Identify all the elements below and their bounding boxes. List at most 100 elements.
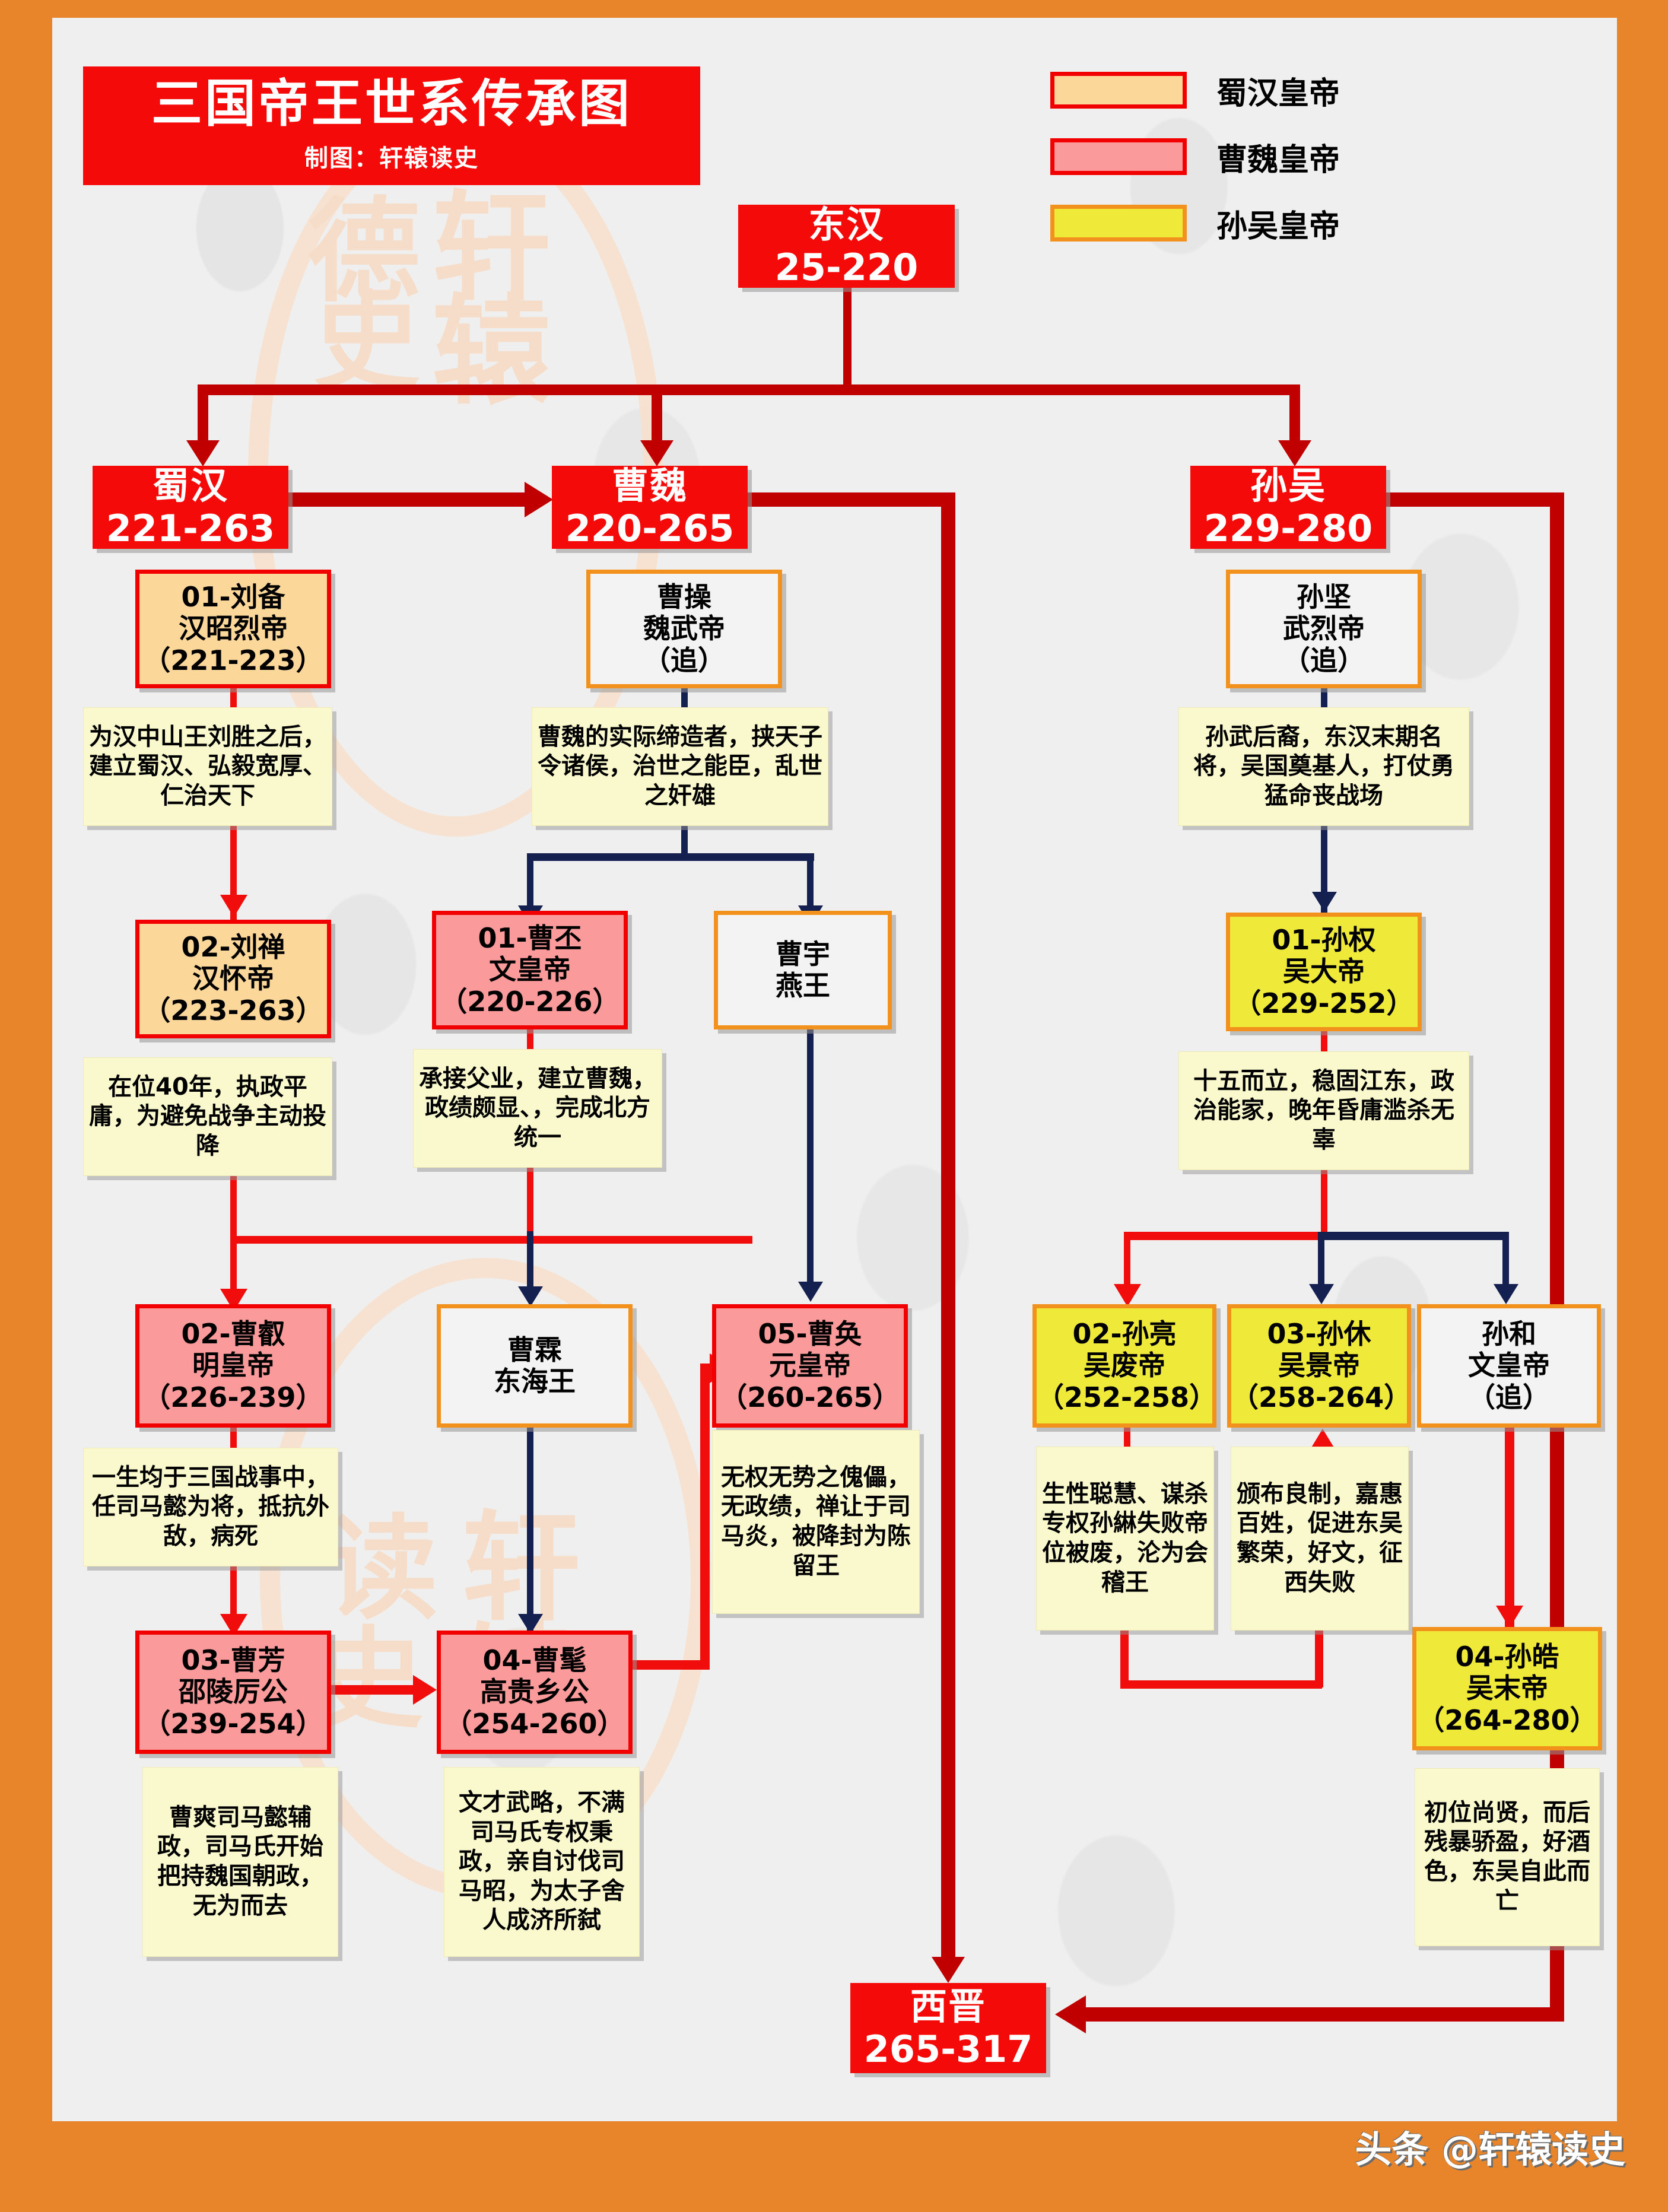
node-sun-he[interactable]: 孙和 文皇帝 （追） xyxy=(1417,1304,1601,1428)
note-cao-fang: 曹爽司马懿辅政，司马氏开始把持魏国朝政，无为而去 xyxy=(142,1767,338,1957)
node-order-name: 03-曹芳 xyxy=(181,1644,285,1676)
node-temple-name: 吴大帝 xyxy=(1283,955,1365,988)
node-reign-years: （258-264） xyxy=(1231,1381,1412,1413)
note-cao-rui: 一生均于三国战事中，任司马懿为将，抵抗外敌，病死 xyxy=(83,1448,338,1566)
arrow-to-shu xyxy=(186,440,220,466)
node-sun-hao[interactable]: 04-孙皓 吴末帝 （264-280） xyxy=(1412,1627,1602,1750)
connector-sunhe-to-sunhao xyxy=(1505,1428,1514,1629)
legend-item-shu: 蜀汉皇帝 xyxy=(1050,70,1340,112)
node-sun-liang[interactable]: 02-孙亮 吴废帝 （252-258） xyxy=(1032,1304,1216,1428)
node-reign-years: （226-239） xyxy=(143,1381,323,1413)
connector-caoyu-to-caohuan xyxy=(807,1029,814,1287)
connector-root-bus xyxy=(202,384,1300,395)
connector-to-sunliang xyxy=(1124,1232,1130,1289)
node-cao-huan[interactable]: 05-曹奂 元皇帝 （260-265） xyxy=(712,1304,908,1428)
note-cao-pi: 承接父业，建立曹魏，政绩颇显、，完成北方统一 xyxy=(413,1049,662,1168)
connector-caofang-to-caomao xyxy=(331,1685,414,1695)
node-reign-years: （260-265） xyxy=(720,1381,900,1413)
node-temple-name: 吴末帝 xyxy=(1466,1672,1548,1705)
note-cao-cao: 曹魏的实际缔造者，挟天子令诸侯，治世之能臣，乱世之奸雄 xyxy=(532,707,828,826)
node-order-name: 曹宇 xyxy=(776,937,830,970)
connector-shu-to-caorui-bus xyxy=(230,1236,752,1244)
node-order-name: 孙坚 xyxy=(1297,580,1351,613)
node-temple-name: 邵陵厉公 xyxy=(179,1676,288,1708)
node-cao-cao[interactable]: 曹操 魏武帝 （追） xyxy=(586,570,782,688)
arrow-wei-to-jin xyxy=(932,1957,965,1983)
node-cao-lin[interactable]: 曹霖 东海王 xyxy=(437,1304,633,1428)
connector-wei-spine xyxy=(941,492,955,1961)
node-order-name: 01-刘备 xyxy=(181,580,285,613)
arrow-shu-to-wei xyxy=(525,482,553,517)
legend-item-wei: 曹魏皇帝 xyxy=(1050,136,1340,178)
connector-root-stem xyxy=(843,288,852,392)
connector-to-sunhe xyxy=(1502,1232,1509,1289)
node-sun-jian[interactable]: 孙坚 武烈帝 （追） xyxy=(1226,570,1422,688)
connector-caorui-to-caofang xyxy=(230,1566,237,1638)
connector-liushan-down xyxy=(230,1176,237,1242)
connector-shu-to-wei xyxy=(288,492,526,507)
connector-caomao-to-caohuan-h1 xyxy=(633,1660,710,1670)
connector-sunquan-bus-right xyxy=(1321,1232,1508,1240)
note-sun-liang: 生性聪慧、谋杀专权孙綝失败帝位被废，沦为会稽王 xyxy=(1036,1447,1214,1631)
arrow-to-sunliang xyxy=(1114,1284,1141,1307)
connector-to-wei xyxy=(652,384,662,443)
node-name: 曹魏 xyxy=(611,464,688,508)
node-temple-name: 元皇帝 xyxy=(769,1349,851,1382)
node-temple-name: 汉昭烈帝 xyxy=(179,612,288,645)
node-liu-bei[interactable]: 01-刘备 汉昭烈帝 （221-223） xyxy=(135,570,331,688)
legend: 蜀汉皇帝 曹魏皇帝 孙吴皇帝 xyxy=(1050,70,1340,269)
node-reign-years: （254-260） xyxy=(444,1707,625,1740)
node-sun-quan[interactable]: 01-孙权 吴大帝 （229-252） xyxy=(1226,913,1422,1031)
legend-swatch-wei xyxy=(1050,138,1187,175)
node-temple-name: 东海王 xyxy=(494,1365,576,1397)
node-years: 221-263 xyxy=(106,507,275,550)
node-cao-mao[interactable]: 04-曹髦 高贵乡公 （254-260） xyxy=(437,1631,633,1754)
legend-label-shu: 蜀汉皇帝 xyxy=(1216,75,1340,112)
node-cao-rui[interactable]: 02-曹叡 明皇帝 （226-239） xyxy=(135,1304,331,1428)
node-name: 西晋 xyxy=(910,1985,986,2029)
node-cao-wei-dynasty[interactable]: 曹魏 220-265 xyxy=(552,464,748,549)
node-years: 229-280 xyxy=(1203,507,1373,550)
node-western-jin[interactable]: 西晋 265-317 xyxy=(850,1983,1046,2073)
connector-sunliang-note xyxy=(1124,1428,1130,1449)
node-sun-wu-dynasty[interactable]: 孙吴 229-280 xyxy=(1190,465,1386,550)
node-reign-years: （229-252） xyxy=(1234,987,1414,1019)
node-cao-fang[interactable]: 03-曹芳 邵陵厉公 （239-254） xyxy=(135,1631,331,1754)
arrow-sunhe-to-sunhao xyxy=(1496,1606,1523,1628)
legend-label-wei: 曹魏皇帝 xyxy=(1216,142,1340,178)
arrow-caoyu-to-caohuan xyxy=(798,1282,823,1302)
connector-liubei-note xyxy=(230,688,237,708)
node-cao-yu[interactable]: 曹宇 燕王 xyxy=(714,911,892,1029)
node-liu-shan[interactable]: 02-刘禅 汉怀帝 （223-263） xyxy=(135,920,331,1038)
arrow-liubei-to-liushan xyxy=(220,895,247,917)
connector-to-wu xyxy=(1289,384,1300,443)
node-order-name: 01-孙权 xyxy=(1272,923,1376,956)
node-shu-han-dynasty[interactable]: 蜀汉 221-263 xyxy=(93,465,288,550)
arrow-sunjian-to-sunquan xyxy=(1312,892,1337,912)
node-cao-pi[interactable]: 01-曹丕 文皇帝 （220-226） xyxy=(432,911,628,1029)
arrow-to-sunxiu xyxy=(1309,1284,1334,1304)
node-reign-years: （追） xyxy=(643,644,725,676)
legend-item-wu: 孙吴皇帝 xyxy=(1050,203,1340,244)
connector-caocao-fork-stem xyxy=(681,826,688,857)
node-temple-name: 文皇帝 xyxy=(489,954,571,986)
connector-sunjian-note xyxy=(1321,688,1327,708)
node-reign-years: （252-258） xyxy=(1037,1381,1217,1413)
arrow-to-sunhe xyxy=(1494,1284,1518,1304)
connector-caomao-to-caohuan-v xyxy=(700,1364,710,1670)
node-temple-name: 吴废帝 xyxy=(1084,1349,1165,1382)
connector-caorui-note xyxy=(230,1428,237,1450)
node-order-name: 孙和 xyxy=(1482,1317,1536,1350)
node-years: 265-317 xyxy=(863,2027,1033,2071)
node-eastern-han[interactable]: 东汉 25-220 xyxy=(738,204,955,288)
node-order-name: 01-曹丕 xyxy=(478,921,582,954)
node-order-name: 04-孙皓 xyxy=(1455,1640,1559,1673)
legend-swatch-shu xyxy=(1050,72,1187,109)
node-sun-xiu[interactable]: 03-孙休 吴景帝 （258-264） xyxy=(1227,1304,1411,1428)
node-order-name: 02-刘禅 xyxy=(181,930,285,963)
connector-wu-right-stub xyxy=(1386,492,1564,507)
note-liu-bei: 为汉中山王刘胜之后，建立蜀汉、弘毅宽厚、仁治天下 xyxy=(83,707,332,826)
node-reign-years: （223-263） xyxy=(143,994,323,1026)
connector-to-caopi xyxy=(527,853,533,910)
